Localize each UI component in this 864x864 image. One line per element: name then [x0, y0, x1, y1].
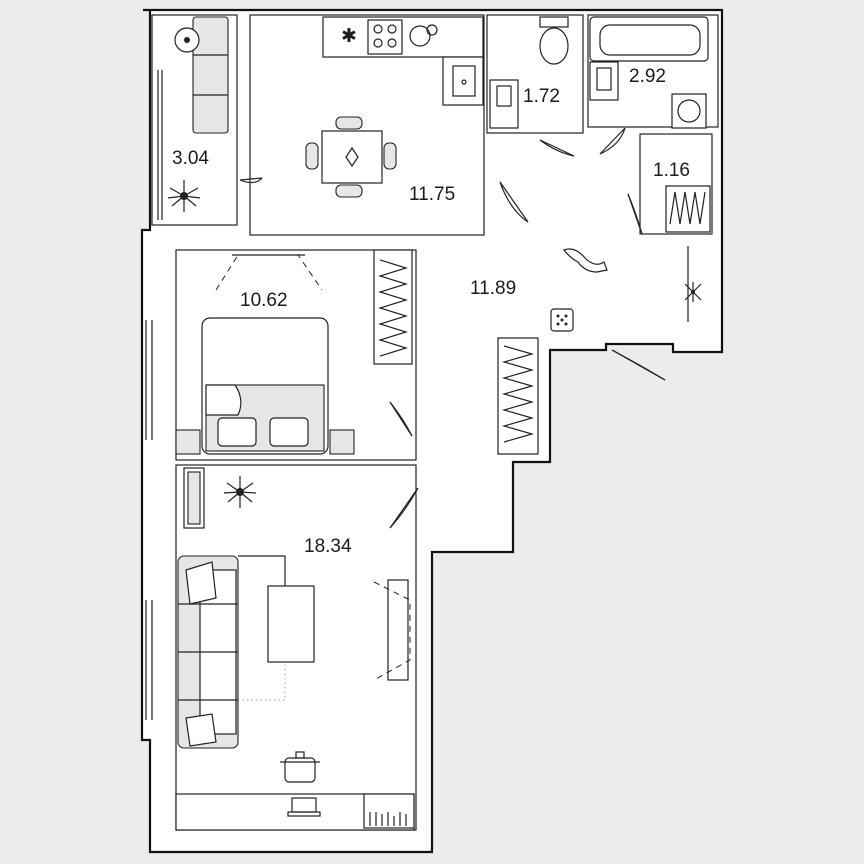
stove-icon — [367, 19, 403, 55]
tv-stand — [373, 579, 411, 681]
wardrobe — [373, 249, 413, 365]
windows — [145, 320, 153, 720]
svg-text:✱: ✱ — [341, 26, 357, 47]
living-room — [175, 464, 419, 831]
kettle-icon — [409, 24, 438, 47]
laptop-icon — [287, 797, 321, 817]
bathroom — [587, 14, 719, 155]
pot-icon — [280, 751, 320, 783]
shelf-books — [363, 793, 415, 829]
label-bathroom: 2.92 — [629, 66, 666, 87]
coffee-table — [267, 585, 315, 663]
loggia — [151, 14, 263, 226]
label-storage: 1.16 — [653, 160, 690, 181]
plant-icon — [167, 180, 201, 212]
bedroom — [175, 249, 417, 461]
plant-icon — [684, 282, 702, 302]
bath-sink — [589, 61, 619, 101]
sofa-icon — [177, 555, 239, 749]
wc — [486, 14, 584, 157]
hall — [497, 246, 702, 455]
label-living: 18.34 — [304, 536, 352, 557]
label-loggia: 3.04 — [172, 148, 209, 169]
bookshelf — [183, 467, 205, 529]
kitchen-counter — [322, 16, 484, 58]
cat-icon — [563, 248, 608, 273]
switch-panel — [550, 308, 574, 332]
kitchen: ✱ — [249, 14, 529, 236]
wc-sink — [489, 79, 519, 129]
fridge-icon: ✱ — [341, 26, 357, 47]
dining-table — [305, 116, 397, 198]
label-bedroom: 10.62 — [240, 290, 288, 311]
plant-icon — [223, 476, 257, 508]
label-kitchen: 11.75 — [409, 184, 455, 205]
washing-machine-icon — [671, 93, 707, 129]
label-hall: 11.89 — [470, 278, 516, 299]
bed-icon — [201, 317, 329, 455]
loggia-sofa — [192, 16, 229, 134]
storage — [627, 133, 713, 235]
bathtub-icon — [589, 16, 709, 62]
label-wc: 1.72 — [523, 86, 560, 107]
kitchen-sink — [442, 56, 484, 106]
hall-wardrobe — [497, 337, 539, 455]
toilet-icon — [539, 27, 569, 65]
